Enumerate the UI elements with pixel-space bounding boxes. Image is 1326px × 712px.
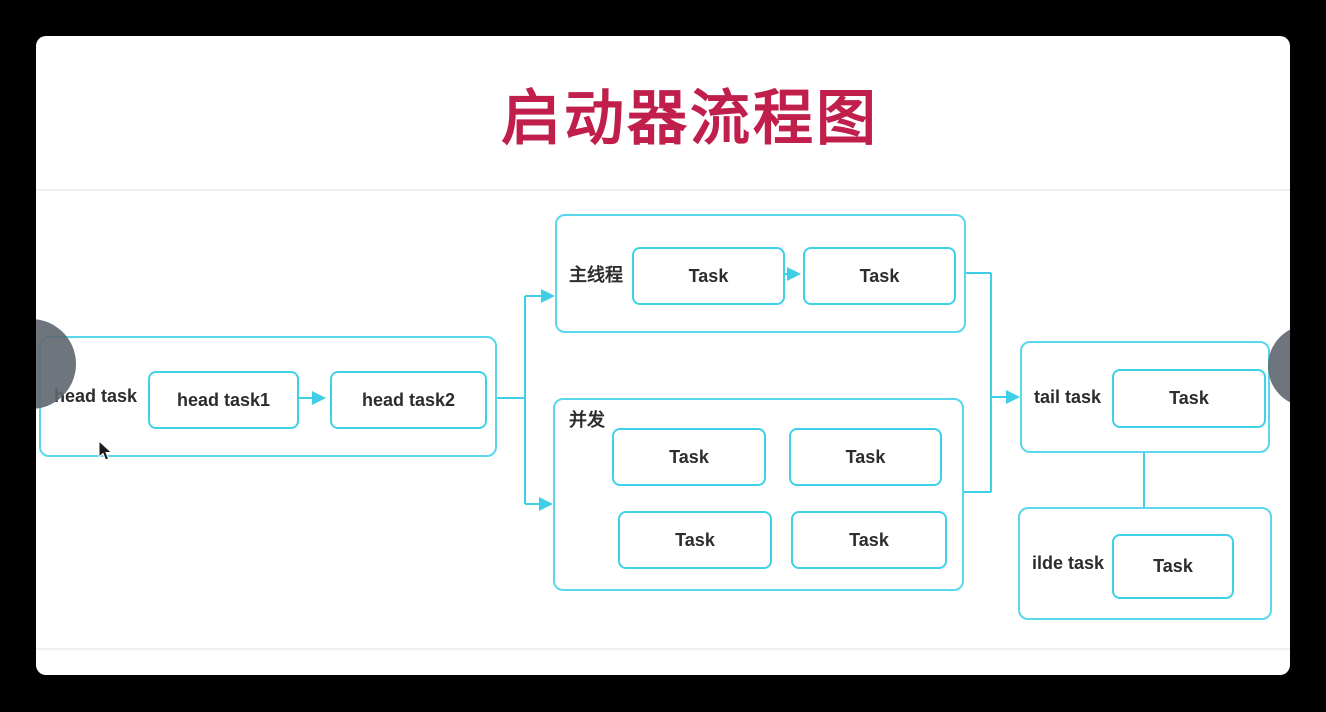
group-label-tail-task: tail task bbox=[1034, 386, 1102, 407]
group-label-concurrent: 并发 bbox=[569, 410, 605, 430]
task-box-concurrent-1: Task bbox=[612, 428, 766, 486]
group-label-head-task: head task bbox=[54, 386, 138, 406]
header-divider bbox=[36, 189, 1290, 191]
task-label: Task bbox=[849, 529, 889, 550]
group-head-task: head task head task1 head task2 bbox=[39, 336, 497, 457]
task-box-concurrent-4: Task bbox=[791, 511, 947, 569]
task-label: head task1 bbox=[176, 389, 271, 410]
footer-divider bbox=[36, 648, 1290, 650]
task-box-main-2: Task bbox=[803, 247, 956, 305]
task-label: Task bbox=[675, 529, 715, 550]
group-idle-task: ilde task Task bbox=[1018, 507, 1272, 620]
group-label-idle-task: ilde task bbox=[1032, 553, 1105, 573]
task-box-main-1: Task bbox=[632, 247, 785, 305]
task-box-head-task1: head task1 bbox=[148, 371, 299, 429]
task-box-tail: Task bbox=[1112, 369, 1266, 428]
task-box-head-task2: head task2 bbox=[330, 371, 487, 429]
task-label: Task bbox=[669, 446, 709, 467]
group-main-thread: 主线程 Task Task bbox=[555, 214, 966, 333]
task-label: Task bbox=[688, 265, 729, 286]
task-label: Task bbox=[859, 265, 900, 286]
mouse-cursor-icon bbox=[98, 440, 113, 461]
page-title: 启动器流程图 bbox=[501, 84, 879, 152]
task-box-concurrent-2: Task bbox=[789, 428, 942, 486]
task-label: Task bbox=[1169, 388, 1209, 408]
letterbox-bar-left bbox=[0, 0, 36, 712]
letterbox-bar-top bbox=[0, 0, 1326, 36]
task-label: head task2 bbox=[361, 389, 456, 410]
task-box-idle: Task bbox=[1112, 534, 1234, 599]
group-label-main-thread: 主线程 bbox=[569, 264, 623, 285]
task-box-concurrent-3: Task bbox=[618, 511, 772, 569]
letterbox-bar-bottom bbox=[0, 675, 1326, 712]
task-label: Task bbox=[845, 446, 886, 467]
task-label: Task bbox=[1153, 556, 1193, 576]
letterbox-bar-right bbox=[1290, 0, 1326, 712]
group-tail-task: tail task Task bbox=[1020, 341, 1270, 453]
group-concurrent: 并发 Task Task Task Task bbox=[553, 398, 964, 591]
slide-header: 启动器流程图 bbox=[36, 36, 1290, 190]
